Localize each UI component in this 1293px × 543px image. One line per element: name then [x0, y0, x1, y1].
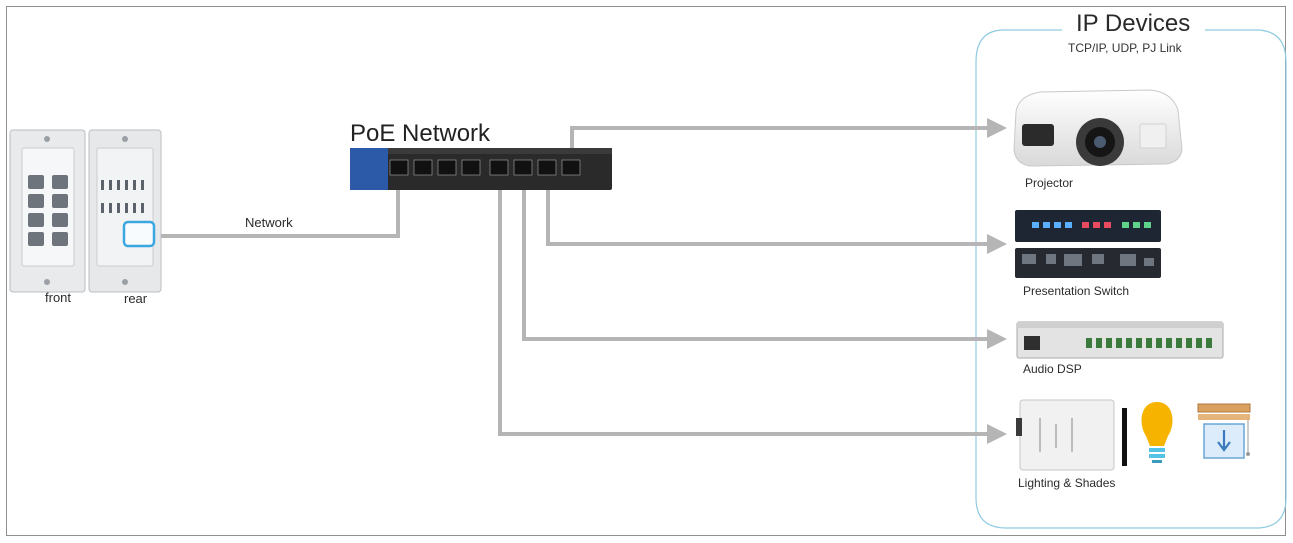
keypad-rear-image — [88, 129, 162, 293]
poe-switch-image — [350, 148, 612, 190]
switcher-link-line — [546, 178, 1007, 254]
network-link-label: Network — [245, 215, 293, 230]
keypad-front-label: front — [45, 290, 72, 305]
ip-devices-title: IP Devices — [1070, 10, 1197, 38]
ip-devices-subtitle: TCP/IP, UDP, PJ Link — [1068, 41, 1182, 55]
light-bulb-icon — [1141, 402, 1173, 463]
projector-label: Projector — [1025, 176, 1074, 190]
keypad-buttons — [28, 175, 68, 246]
dsp-link-line — [522, 178, 1007, 349]
connector-lines — [158, 118, 1007, 444]
network-link-line — [158, 178, 400, 238]
presentation-switch-image — [1015, 210, 1161, 278]
poe-network-title: PoE Network — [350, 120, 491, 147]
keypad-front-image — [9, 129, 86, 293]
lighting-link-line — [498, 178, 1007, 444]
window-shade-icon — [1197, 403, 1251, 459]
keypad-rear-label: rear — [124, 291, 148, 306]
lighting-controller-image — [1016, 399, 1127, 471]
projector-image — [1013, 89, 1183, 167]
keypad-network-port-highlight — [122, 220, 156, 248]
audio-dsp-image — [1016, 321, 1224, 359]
lighting-shades-label: Lighting & Shades — [1018, 476, 1116, 490]
presentation-switch-label: Presentation Switch — [1023, 284, 1130, 298]
audio-dsp-label: Audio DSP — [1023, 362, 1082, 376]
projector-link-line — [570, 118, 1007, 158]
ip-devices-container — [975, 29, 1287, 529]
